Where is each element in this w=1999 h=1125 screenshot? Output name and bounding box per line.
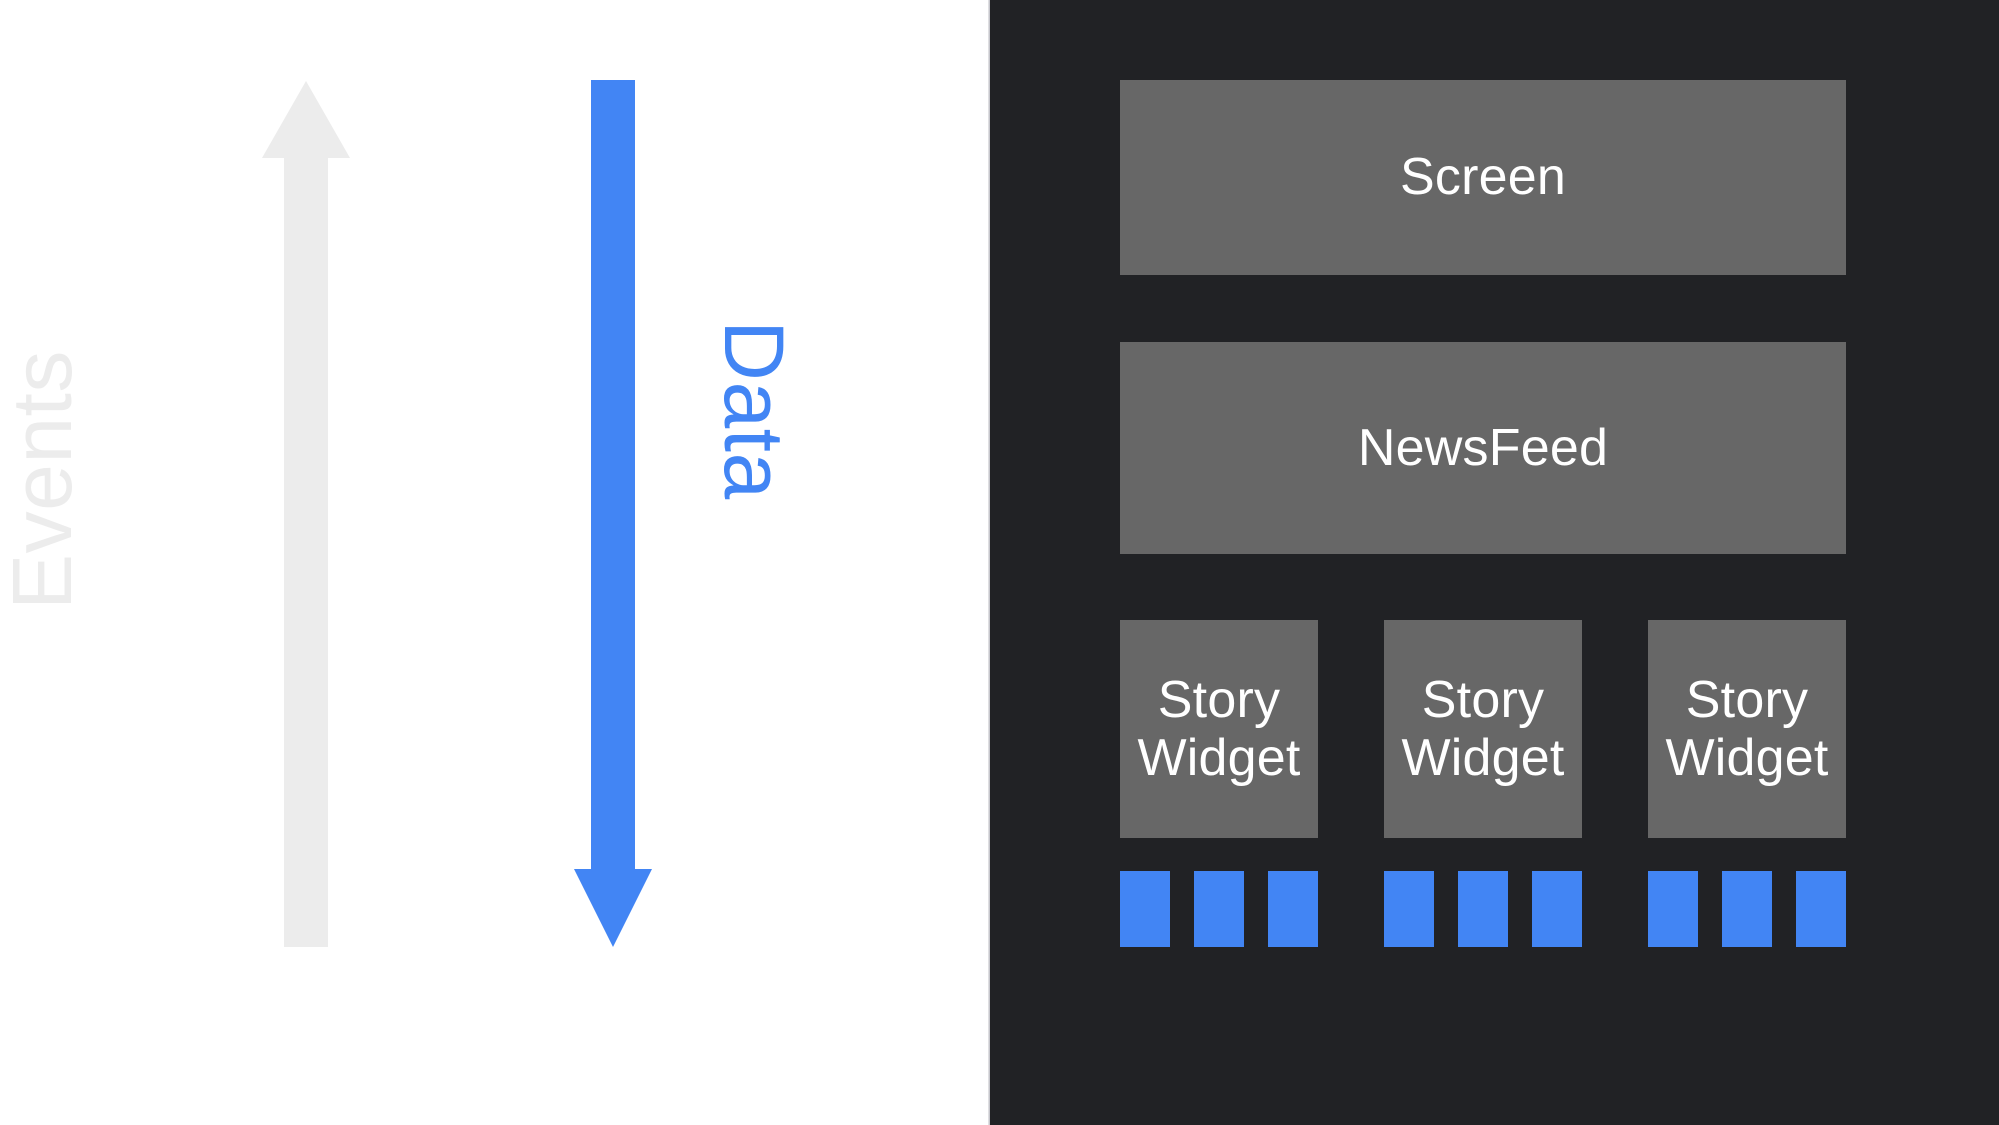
data-arrow-icon: [574, 80, 652, 947]
story-widget-label: Story Widget: [1665, 671, 1828, 787]
story-widget-node[interactable]: Story Widget: [1648, 620, 1846, 838]
story-widget-label-line1: Story: [1157, 670, 1281, 729]
data-chip[interactable]: [1268, 871, 1318, 947]
data-flow-label: Data: [707, 320, 801, 500]
story-widget-label-line1: Story: [1421, 670, 1545, 729]
story-widget-label-line2: Widget: [1137, 729, 1301, 787]
story-widget-node[interactable]: Story Widget: [1120, 620, 1318, 838]
events-arrow-icon: [262, 81, 350, 947]
data-chip[interactable]: [1120, 871, 1170, 947]
left-pane: Events Data: [0, 0, 990, 1125]
newsfeed-node-label: NewsFeed: [1357, 418, 1609, 477]
data-chip[interactable]: [1796, 871, 1846, 947]
data-chip[interactable]: [1384, 871, 1434, 947]
data-chip[interactable]: [1722, 871, 1772, 947]
newsfeed-node[interactable]: NewsFeed: [1120, 342, 1846, 554]
story-widget-label: Story Widget: [1137, 671, 1300, 787]
screen-node-label: Screen: [1400, 148, 1566, 207]
pane-divider: [988, 0, 991, 1125]
story-widget-label: Story Widget: [1401, 671, 1564, 787]
events-flow-label: Events: [0, 350, 89, 610]
story-widget-label-line2: Widget: [1401, 729, 1565, 787]
data-chip[interactable]: [1648, 871, 1698, 947]
screen-node[interactable]: Screen: [1120, 80, 1846, 275]
right-pane: Screen NewsFeed Story Widget Story Widge…: [990, 0, 1999, 1125]
story-widget-label-line1: Story: [1685, 670, 1809, 729]
data-chip[interactable]: [1194, 871, 1244, 947]
story-widget-node[interactable]: Story Widget: [1384, 620, 1582, 838]
data-chip[interactable]: [1458, 871, 1508, 947]
data-chip[interactable]: [1532, 871, 1582, 947]
story-widget-label-line2: Widget: [1665, 729, 1829, 787]
